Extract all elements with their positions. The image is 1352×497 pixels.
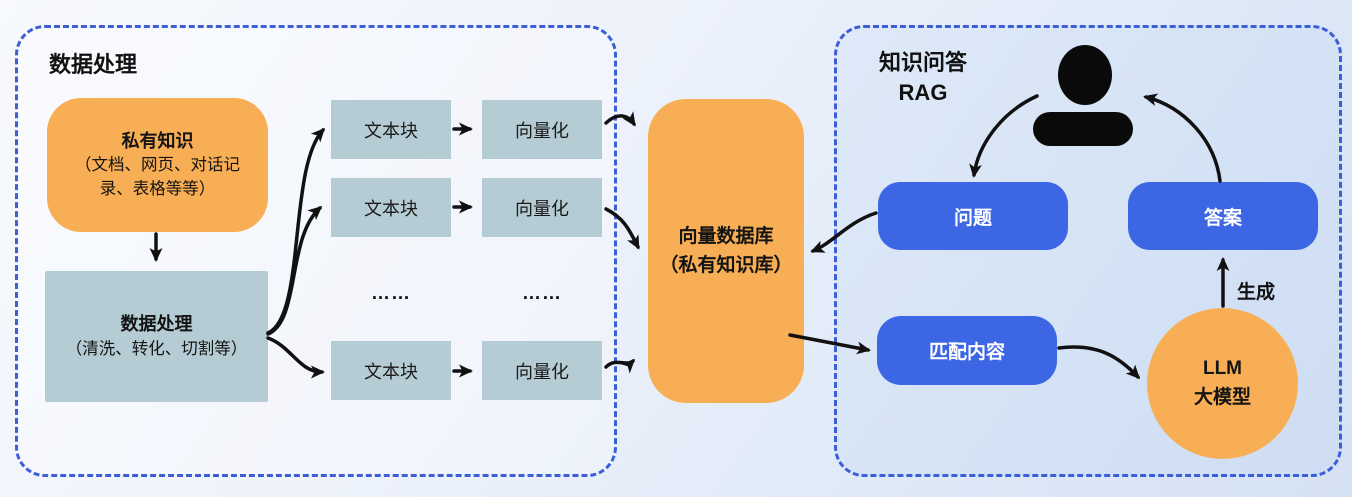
- text-block-node-1: 文本块: [331, 100, 451, 159]
- vector-db-line2: （私有知识库）: [659, 255, 793, 276]
- vectorize-node-1: 向量化: [482, 100, 602, 159]
- private-knowledge-subtitle: （文档、网页、对话记录、表格等等）: [75, 156, 240, 199]
- text-block-node-2: 文本块: [331, 178, 451, 237]
- matched-content-node: 匹配内容: [877, 316, 1057, 385]
- vector-db-line1: 向量数据库: [678, 225, 774, 247]
- private-knowledge-node: 私有知识 （文档、网页、对话记录、表格等等）: [47, 98, 268, 232]
- vector-db-node: 向量数据库 （私有知识库）: [648, 99, 804, 403]
- text-block-ellipsis: ……: [371, 283, 411, 304]
- vectorize-node-2: 向量化: [482, 178, 602, 237]
- data-processing-panel: [15, 25, 617, 477]
- question-node: 问题: [878, 182, 1068, 250]
- left-panel-title: 数据处理: [49, 52, 138, 77]
- llm-line1: LLM: [1202, 358, 1243, 379]
- llm-node: LLM 大模型: [1147, 308, 1298, 459]
- llm-line2: 大模型: [1193, 386, 1251, 408]
- vectorize-node-3: 向量化: [482, 341, 602, 400]
- data-processing-subtitle: （清洗、转化、切割等）: [65, 339, 248, 358]
- right-panel-title: 知识问答 RAG: [878, 50, 967, 105]
- data-processing-node: 数据处理 （清洗、转化、切割等）: [45, 271, 268, 402]
- generate-label: 生成: [1237, 282, 1276, 303]
- data-processing-title: 数据处理: [120, 314, 193, 335]
- vectorize-ellipsis: ……: [522, 283, 562, 304]
- text-block-node-3: 文本块: [331, 341, 451, 400]
- answer-node: 答案: [1128, 182, 1318, 250]
- private-knowledge-title: 私有知识: [121, 131, 194, 152]
